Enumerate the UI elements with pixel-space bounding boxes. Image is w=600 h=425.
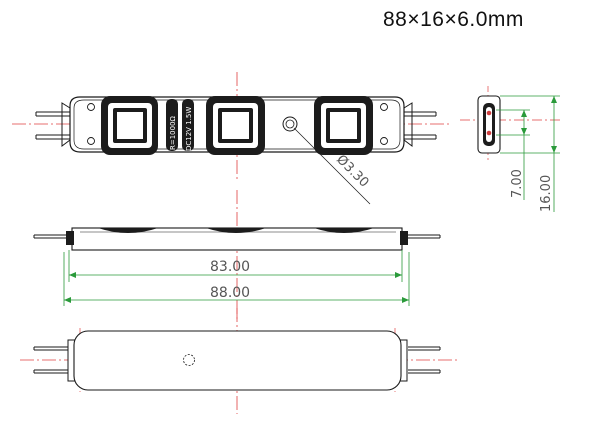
voltage-text: DC12V 1.5W [185,107,193,151]
front-view: 83.00 88.00 [33,190,441,322]
pin-spacing-label: 7.00 [510,169,525,198]
inner-length-label: 83.00 [210,259,250,275]
overall-length-label: 88.00 [210,285,250,301]
resistor-label: R=1000Ω [166,99,178,151]
led-1 [101,96,158,155]
led-2 [206,96,265,155]
bottom-hole [183,354,195,366]
mounting-hole [282,116,298,132]
resistor-text: R=1000Ω [169,115,177,150]
bottom-view [20,308,458,414]
led-3 [314,96,373,155]
side-view: 7.00 16.00 [460,86,560,212]
top-view: R=1000Ω DC12V 1.5W Ø3.30 [12,72,452,205]
voltage-label: DC12V 1.5W [182,99,194,151]
hole-diameter-label: Ø3.30 [333,152,371,190]
size-label: 88×16×6.0mm [383,8,524,31]
overall-width-label: 16.00 [539,175,554,212]
